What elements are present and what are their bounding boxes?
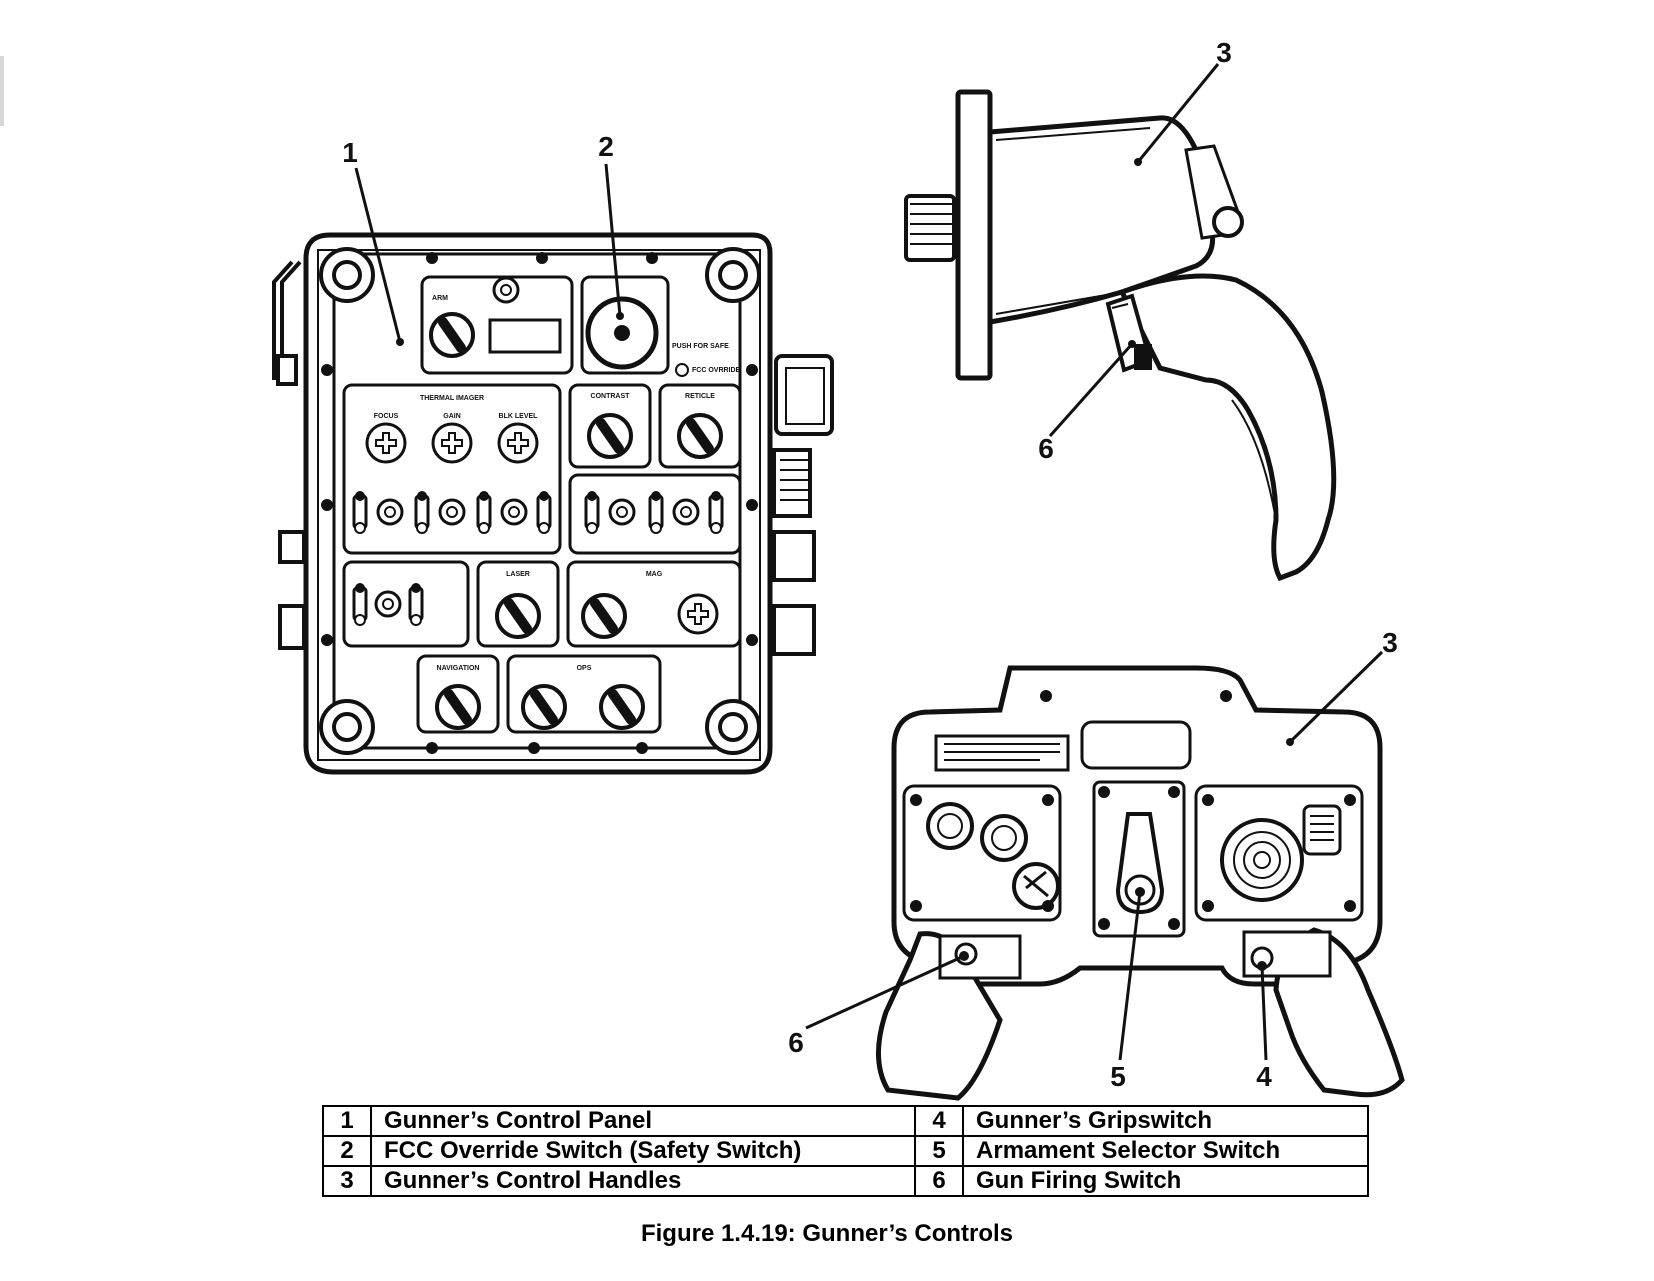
legend-row: 3 Gunner’s Control Handles 6 Gun Firing … bbox=[322, 1165, 1369, 1197]
leader-ends bbox=[396, 158, 1294, 971]
legend-number: 2 bbox=[322, 1135, 372, 1167]
label-mag: MAG bbox=[646, 571, 663, 578]
callout-1: 1 bbox=[342, 137, 358, 168]
legend-number: 4 bbox=[914, 1105, 965, 1137]
callout-6-side: 6 bbox=[1038, 433, 1054, 464]
legend-number: 3 bbox=[322, 1165, 372, 1197]
panel-controls bbox=[352, 276, 724, 730]
callout-3-front: 3 bbox=[1382, 627, 1398, 658]
legend-label: Gun Firing Switch bbox=[962, 1165, 1369, 1197]
callout-4: 4 bbox=[1256, 1061, 1272, 1092]
legend-number: 5 bbox=[914, 1135, 965, 1167]
legend-row: 1 Gunner’s Control Panel 4 Gunner’s Grip… bbox=[322, 1105, 1369, 1137]
scan-edge-mark bbox=[0, 56, 4, 126]
label-ops: OPS bbox=[577, 665, 592, 672]
callout-5: 5 bbox=[1110, 1061, 1126, 1092]
callout-6-front: 6 bbox=[788, 1027, 804, 1058]
label-thermal: THERMAL IMAGER bbox=[420, 395, 484, 402]
legend-number: 1 bbox=[322, 1105, 372, 1137]
label-contrast: CONTRAST bbox=[591, 393, 631, 400]
legend-table: 1 Gunner’s Control Panel 4 Gunner’s Grip… bbox=[322, 1105, 1369, 1197]
control-handle-side-view bbox=[904, 89, 1337, 582]
panel-printed-labels: THERMAL IMAGER FOCUS GAIN BLK LEVEL CONT… bbox=[374, 295, 741, 672]
label-push-for-safe: PUSH FOR SAFE bbox=[672, 343, 729, 350]
legend-label: Gunner’s Control Handles bbox=[369, 1165, 917, 1197]
callout-numbers: 1 2 3 6 3 6 5 4 bbox=[342, 37, 1398, 1092]
legend-label: Armament Selector Switch bbox=[962, 1135, 1369, 1167]
label-fcc-override: FCC OVRRIDE bbox=[692, 367, 741, 374]
label-reticle: RETICLE bbox=[685, 393, 715, 400]
label-gain: GAIN bbox=[443, 413, 461, 420]
label-arm: ARM bbox=[432, 295, 448, 302]
label-focus: FOCUS bbox=[374, 413, 399, 420]
callout-2: 2 bbox=[598, 131, 614, 162]
legend-label: Gunner’s Gripswitch bbox=[962, 1105, 1369, 1137]
label-nav: NAVIGATION bbox=[437, 665, 480, 672]
legend-label: FCC Override Switch (Safety Switch) bbox=[369, 1135, 917, 1167]
label-level: BLK LEVEL bbox=[499, 413, 539, 420]
legend-number: 6 bbox=[914, 1165, 965, 1197]
label-laser: LASER bbox=[506, 571, 530, 578]
figure-caption: Figure 1.4.19: Gunner’s Controls bbox=[640, 1220, 1014, 1247]
control-handles-front-view bbox=[876, 665, 1405, 1101]
legend-row: 2 FCC Override Switch (Safety Switch) 5 … bbox=[322, 1135, 1369, 1167]
callout-3-side: 3 bbox=[1216, 37, 1232, 68]
legend-label: Gunner’s Control Panel bbox=[369, 1105, 917, 1137]
leader-lines bbox=[354, 63, 1384, 1061]
